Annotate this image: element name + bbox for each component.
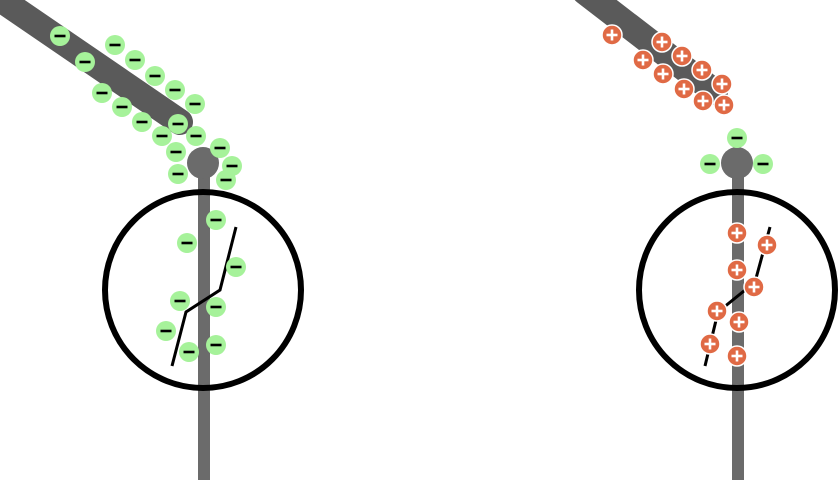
right-rod-charge-8 (692, 90, 714, 112)
left-electroscope (102, 147, 304, 480)
left-rod-charge-group (50, 26, 205, 146)
left-electroscope-jar (102, 189, 304, 391)
left-rod-charge-10 (75, 52, 95, 72)
left-rod-charge-7 (132, 112, 152, 132)
left-knob-charge-5 (166, 142, 186, 162)
left-leaf-charge-4 (170, 291, 190, 311)
left-rod-charge-2 (145, 66, 165, 86)
left-rod-charge-4 (185, 94, 205, 114)
right-rod-charge-1 (651, 31, 673, 53)
right-leaf-charge-5 (706, 300, 728, 322)
right-leaf-charge-4 (743, 276, 765, 298)
right-leaf-charge-3 (726, 259, 748, 281)
right-rod-charge-group (601, 24, 735, 116)
right-leaf-charge-7 (699, 333, 721, 355)
left-leaf-charge-2 (177, 233, 197, 253)
left-rod-charge-12 (168, 114, 188, 134)
right-leaf-charge-8 (726, 345, 748, 367)
right-rod-charge-3 (691, 59, 713, 81)
right-rod-charge-6 (652, 63, 674, 85)
left-electroscope-leaf (170, 226, 238, 367)
left-leaf-charge-8 (179, 342, 199, 362)
left-leaf-charge-3 (226, 257, 246, 277)
right-leaf-charge-6 (728, 311, 750, 333)
left-rod-charge-8 (152, 126, 172, 146)
left-rod-charge-5 (92, 83, 112, 103)
left-leaf-charge-group (156, 210, 246, 362)
right-rod-charge-9 (713, 94, 735, 116)
right-scene (574, 0, 838, 480)
left-knob-charge-2 (210, 138, 230, 158)
left-rod-charge-11 (50, 26, 70, 46)
right-electroscope-knob (721, 147, 753, 179)
left-rod-charge-6 (112, 97, 132, 117)
right-knob-charge-3 (753, 154, 773, 174)
left-knob-charge-3 (186, 126, 206, 146)
left-leaf-charge-7 (206, 335, 226, 355)
right-rod-charge-2 (671, 45, 693, 67)
left-leaf-charge-5 (206, 297, 226, 317)
left-knob-charge-1 (168, 164, 188, 184)
left-leaf-charge-6 (156, 321, 176, 341)
left-knob-charge-group (166, 126, 242, 190)
left-leaf-charge-1 (206, 210, 226, 230)
left-rod-charge-3 (165, 80, 185, 100)
left-scene (0, 0, 304, 480)
right-leaf-charge-2 (756, 234, 778, 256)
left-rod-charge-9 (105, 35, 125, 55)
left-electroscope-knob (187, 147, 219, 179)
right-knob-charge-2 (700, 154, 720, 174)
left-electroscope-stem (198, 160, 210, 480)
right-rod-charge-7 (673, 78, 695, 100)
right-electroscope-jar (636, 189, 838, 391)
right-rod-charge-5 (632, 49, 654, 71)
right-rod-charge-10 (601, 24, 623, 46)
right-leaf-charge-group (699, 222, 778, 367)
right-leaf-charge-1 (726, 222, 748, 244)
right-rod-charge-4 (711, 73, 733, 95)
left-knob-charge-6 (222, 156, 242, 176)
right-knob-charge-group (700, 128, 773, 174)
left-rod-charge-1 (125, 50, 145, 70)
right-knob-charge-1 (727, 128, 747, 148)
